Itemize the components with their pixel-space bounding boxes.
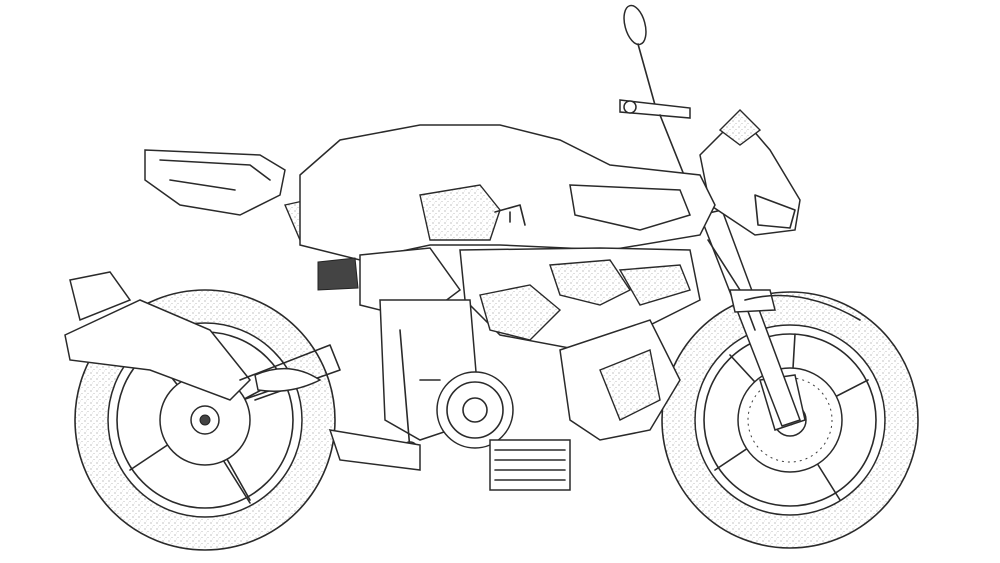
motor — [328, 299, 571, 491]
tail-section — [64, 149, 341, 401]
tank-vent — [569, 184, 692, 231]
instrument-screen — [718, 109, 762, 146]
side-grille — [317, 257, 359, 291]
mirror-handlebar — [619, 4, 691, 191]
swingarm — [64, 299, 252, 401]
fuel-tank — [299, 124, 716, 261]
side-bodywork — [317, 247, 701, 441]
license-plate-holder — [69, 271, 132, 322]
cooling-fins — [494, 449, 566, 481]
front-fender — [744, 294, 861, 321]
front-fork — [698, 209, 861, 427]
